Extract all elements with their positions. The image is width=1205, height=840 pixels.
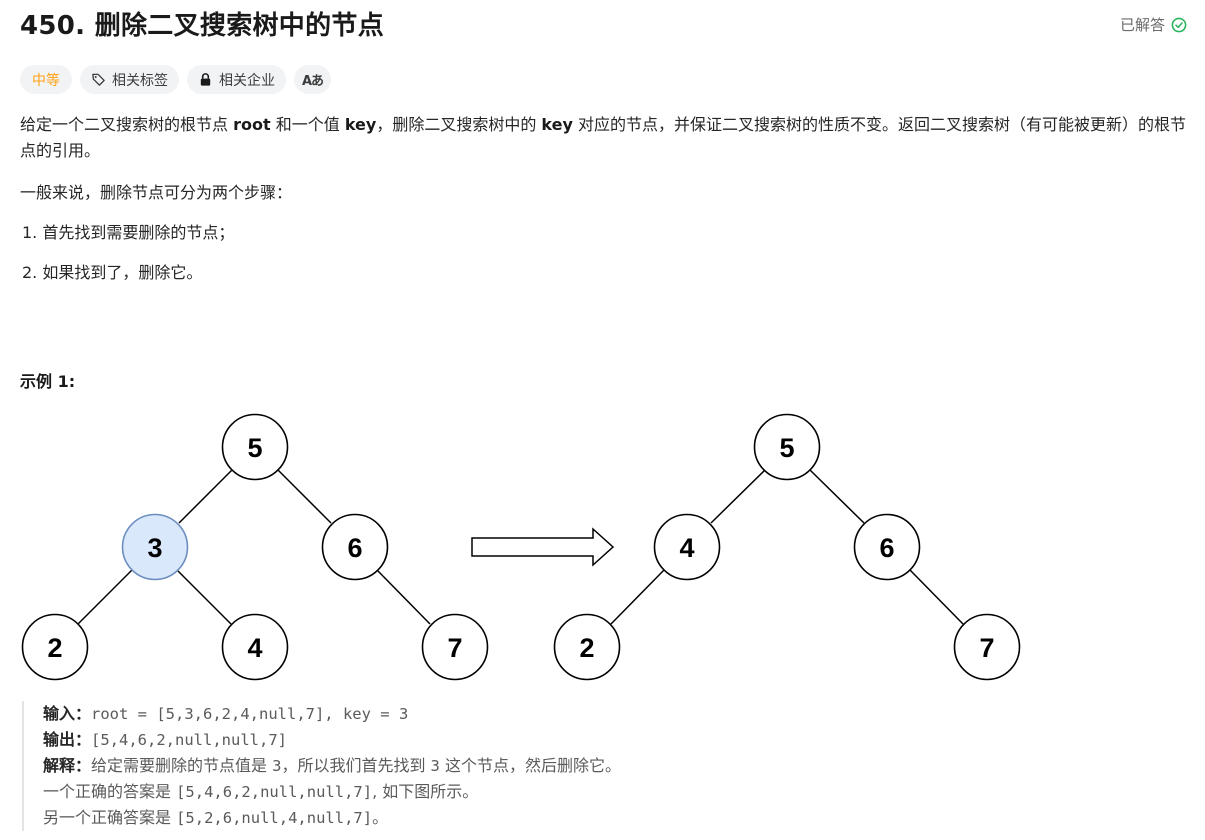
tree-node [853, 513, 921, 581]
code-value: 3 [272, 757, 282, 775]
text-segment: 一个正确的答案是 [43, 782, 177, 801]
code-key: key [541, 115, 573, 134]
related-tags-label: 相关标签 [112, 72, 168, 89]
related-companies-label: 相关企业 [219, 72, 275, 89]
node-label: 2 [47, 633, 62, 663]
tree-node [21, 613, 89, 681]
node-label: 7 [447, 633, 462, 663]
right-arrow-icon [471, 527, 615, 567]
before-tree-nodes: 5 3 6 2 4 7 [21, 413, 489, 681]
difficulty-label: 中等 [32, 72, 60, 89]
tag-bar: 中等 相关标签 相关企业 Aあ [20, 65, 332, 94]
code-root: root [233, 115, 271, 134]
output-value: [5,4,6,2,null,null,7] [91, 731, 287, 749]
tree-node [753, 413, 821, 481]
node-label: 7 [979, 633, 994, 663]
check-circle-icon [1171, 17, 1187, 32]
example-alt-answer-line: 另一个正确答案是 [5,2,6,null,4,null,7]。 [43, 805, 621, 831]
translate-icon: Aあ [302, 74, 324, 89]
explanation-label: 解释： [43, 756, 92, 775]
node-label: 5 [779, 433, 794, 463]
output-label: 输出： [43, 730, 92, 749]
related-tags-button[interactable]: 相关标签 [80, 65, 179, 94]
text-segment: 给定需要删除的节点值是 [91, 756, 273, 775]
code-value: 3 [430, 757, 440, 775]
node-label: 4 [679, 533, 694, 563]
tree-node [953, 613, 1021, 681]
example-input-line: 输入：root = [5,3,6,2,4,null,7], key = 3 [43, 701, 621, 727]
after-tree-edges [610, 469, 964, 625]
example-block: 输入：root = [5,3,6,2,4,null,7], key = 3 输出… [22, 701, 621, 831]
example-explanation-line: 解释：给定需要删除的节点值是 3，所以我们首先找到 3 这个节点，然后删除它。 [43, 753, 621, 779]
tag-icon [92, 73, 105, 86]
node-label: 6 [347, 533, 362, 563]
list-item: 1. 首先找到需要删除的节点； [22, 223, 235, 242]
translate-button[interactable]: Aあ [294, 65, 332, 94]
list-item: 2. 如果找到了，删除它。 [22, 263, 203, 282]
code-key: key [344, 115, 377, 134]
example-title: 示例 1: [20, 372, 76, 391]
tree-node [221, 413, 289, 481]
bst-deletion-diagram: 5 3 6 2 4 7 5 4 6 2 7 [21, 413, 1021, 681]
node-label: 4 [247, 633, 262, 663]
problem-description: 给定一个二叉搜索树的根节点 root 和一个值 key，删除二叉搜索树中的 ke… [20, 112, 1190, 300]
text-segment: , 如下图所示。 [372, 782, 479, 801]
solved-status: 已解答 [1120, 14, 1187, 35]
input-value: root = [5,3,6,2,4,null,7], key = 3 [91, 705, 409, 723]
text-segment: 和一个值 [270, 115, 345, 134]
text-segment: 。 [372, 808, 389, 827]
input-label: 输入： [43, 704, 92, 723]
text-segment: ，删除二叉搜索树中的 [376, 115, 542, 134]
text-segment: ，所以我们首先找到 [281, 756, 431, 775]
solved-label: 已解答 [1119, 16, 1165, 34]
related-companies-button[interactable]: 相关企业 [187, 65, 286, 94]
steps-intro: 一般来说，删除节点可分为两个步骤： [20, 183, 293, 202]
lock-icon [200, 73, 211, 86]
example-output-line: 输出：[5,4,6,2,null,null,7] [43, 727, 621, 753]
text-segment: 对应的节点，并保证二叉搜索树的性质不变。返回二叉搜索树（有可能被更新）的根节点的… [20, 115, 1186, 160]
code-value: [5,2,6,null,4,null,7] [176, 809, 373, 827]
node-label: 6 [879, 533, 894, 563]
text-segment: 这个节点，然后删除它。 [439, 756, 621, 775]
text-segment: 另一个正确答案是 [43, 808, 177, 827]
tree-node [553, 613, 621, 681]
problem-title: 450. 删除二叉搜索树中的节点 [20, 11, 385, 41]
tree-node-highlighted [121, 513, 189, 581]
before-tree-edges [77, 469, 431, 625]
tree-node [321, 513, 389, 581]
node-label: 5 [247, 433, 262, 463]
difficulty-badge: 中等 [20, 65, 72, 94]
tree-node [221, 613, 289, 681]
steps-list: 1. 首先找到需要删除的节点； 2. 如果找到了，删除它。 [20, 220, 1190, 286]
after-tree-nodes: 5 4 6 2 7 [553, 413, 1021, 681]
description-paragraph: 给定一个二叉搜索树的根节点 root 和一个值 key，删除二叉搜索树中的 ke… [20, 112, 1190, 164]
code-value: [5,4,6,2,null,null,7] [176, 783, 373, 801]
example-answer-line: 一个正确的答案是 [5,4,6,2,null,null,7], 如下图所示。 [43, 779, 621, 805]
tree-node [653, 513, 721, 581]
node-label: 2 [579, 633, 594, 663]
node-label: 3 [147, 533, 162, 563]
tree-node [421, 613, 489, 681]
text-segment: 给定一个二叉搜索树的根节点 [20, 115, 234, 134]
